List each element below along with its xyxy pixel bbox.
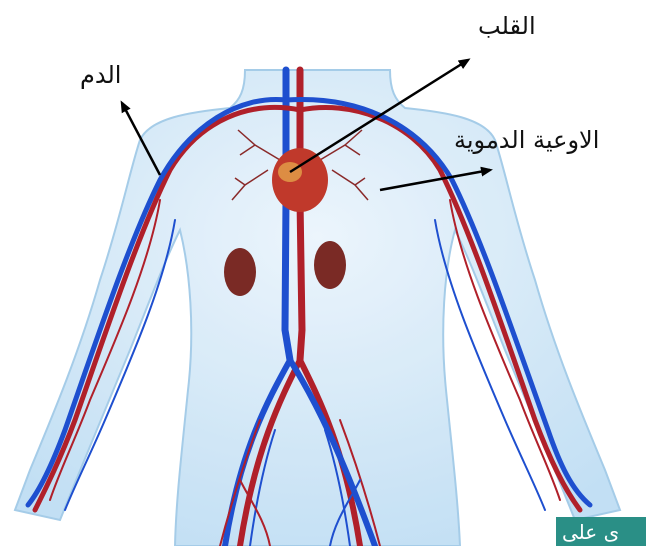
heart-label: القلب: [478, 14, 536, 38]
blood-label: الدم: [80, 63, 121, 87]
corner-badge: ى على: [556, 517, 646, 546]
heart-organ: [272, 148, 328, 212]
blood-vessels-label: الاوعية الدموية: [454, 128, 599, 152]
corner-badge-text: ى على: [562, 520, 619, 544]
